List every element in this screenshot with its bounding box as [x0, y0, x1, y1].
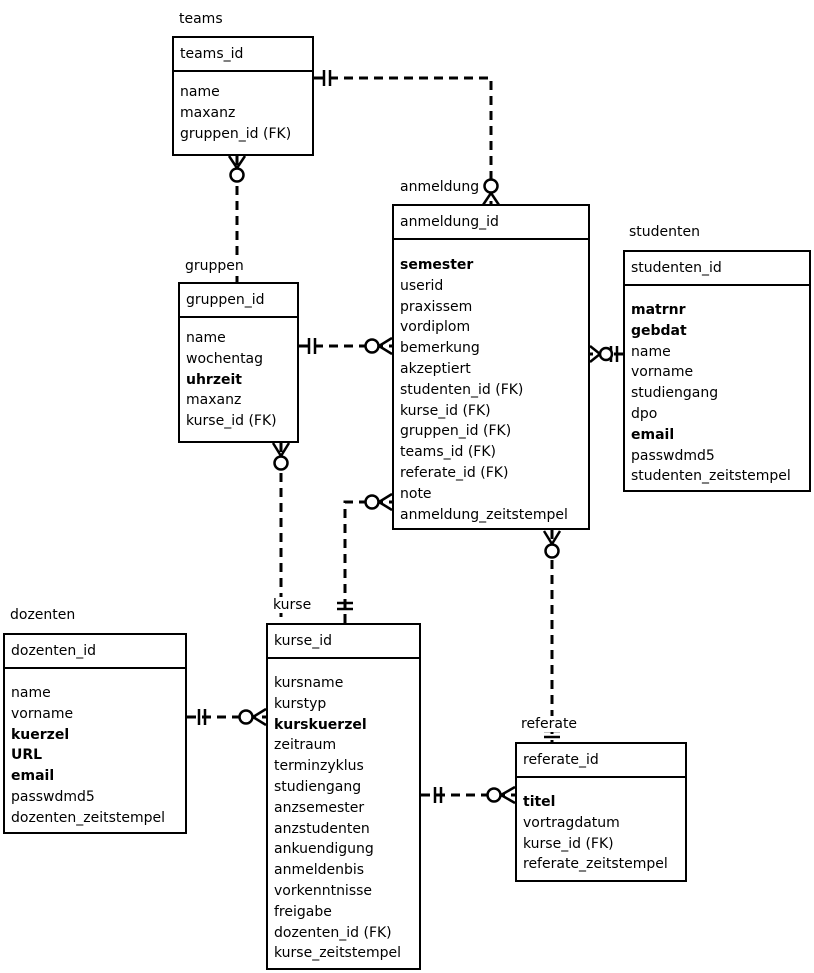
- attr-row: referate_zeitstempel: [523, 856, 668, 873]
- attr-row: wochentag: [186, 350, 264, 367]
- attr-row: email: [11, 768, 55, 785]
- attr-row: kurse_zeitstempel: [274, 945, 401, 962]
- attr-row: praxissem: [400, 298, 473, 315]
- entity-teams: teams_id name maxanz gruppen_id (FK): [172, 36, 314, 156]
- attr-row: akzeptiert: [400, 360, 471, 377]
- attr-row: bemerkung: [400, 340, 480, 357]
- attr-row: kursname: [274, 675, 344, 691]
- attr-row: zeitraum: [274, 737, 337, 754]
- entity-label-anmeldung: anmeldung: [400, 179, 481, 195]
- attr-row: freigabe: [274, 903, 332, 920]
- entity-kurse: kurse_id kursname kurstyp kurskuerzel ze…: [266, 623, 421, 970]
- entity-gruppen-attrs: name wochentag uhrzeit maxanz kurse_id (…: [180, 318, 297, 432]
- entity-label-studenten: studenten: [629, 224, 702, 240]
- attr-row: studiengang: [631, 385, 719, 402]
- entity-anmeldung-pk: anmeldung_id: [394, 206, 588, 240]
- attr-row: titel: [523, 794, 556, 810]
- attr-row: studiengang: [274, 778, 362, 795]
- entity-anmeldung: anmeldung_id semester userid praxissem v…: [392, 204, 590, 530]
- entity-anmeldung-attrs: semester userid praxissem vordiplom beme…: [394, 240, 588, 525]
- attr-row: vortragdatum: [523, 814, 620, 831]
- attr-row: kurse_id (FK): [186, 413, 277, 430]
- attr-row: passwdmd5: [631, 447, 715, 464]
- attr-row: matrnr: [631, 302, 686, 318]
- attr-row: email: [631, 426, 675, 443]
- attr-row: name: [186, 330, 226, 346]
- entity-dozenten-pk: dozenten_id: [5, 635, 185, 669]
- entity-studenten-pk: studenten_id: [625, 252, 809, 286]
- attr-row: dpo: [631, 405, 658, 422]
- rel-kurse-anmeldung: [337, 492, 393, 623]
- entity-referate-pk: referate_id: [517, 744, 685, 778]
- attr-row: semester: [400, 257, 474, 273]
- entity-gruppen-pk: gruppen_id: [180, 284, 297, 318]
- attr-row: kurskuerzel: [274, 716, 367, 733]
- attr-row: ankuendigung: [274, 841, 374, 858]
- rel-kurse-gruppen: [271, 442, 291, 623]
- attr-row: note: [400, 485, 432, 502]
- entity-teams-pk: teams_id: [174, 38, 312, 72]
- attr-row: gruppen_id (FK): [180, 125, 292, 142]
- attr-row: anzstudenten: [274, 820, 370, 837]
- attr-row: anmeldenbis: [274, 862, 365, 879]
- entity-teams-attrs: name maxanz gruppen_id (FK): [174, 72, 312, 144]
- attr-row: gruppen_id (FK): [400, 423, 512, 440]
- attr-row: vordiplom: [400, 319, 471, 336]
- entity-label-dozenten: dozenten: [10, 607, 77, 623]
- attr-row: passwdmd5: [11, 788, 95, 805]
- entity-label-gruppen: gruppen: [185, 258, 245, 274]
- attr-row: dozenten_zeitstempel: [11, 809, 166, 826]
- attr-row: URL: [11, 747, 43, 764]
- attr-row: terminzyklus: [274, 758, 364, 775]
- rel-kurse-referate: [421, 785, 516, 805]
- attr-row: gebdat: [631, 322, 687, 339]
- attr-row: name: [180, 84, 220, 100]
- rel-gruppen-anmeldung: [299, 336, 393, 356]
- attr-row: name: [631, 343, 671, 360]
- rel-referate-anmeldung: [542, 530, 562, 742]
- attr-row: vorname: [631, 364, 694, 381]
- attr-row: anmeldung_zeitstempel: [400, 506, 568, 523]
- attr-row: referate_id (FK): [400, 464, 509, 481]
- attr-row: uhrzeit: [186, 371, 242, 388]
- attr-row: maxanz: [180, 104, 236, 121]
- attr-row: kuerzel: [11, 726, 70, 743]
- attr-row: name: [11, 685, 51, 701]
- attr-row: userid: [400, 277, 444, 294]
- entity-label-kurse: kurse: [273, 597, 313, 613]
- entity-gruppen: gruppen_id name wochentag uhrzeit maxanz…: [178, 282, 299, 443]
- attr-row: vorname: [11, 705, 74, 722]
- entity-kurse-attrs: kursname kurstyp kurskuerzel zeitraum te…: [268, 659, 419, 964]
- attr-row: kurse_id (FK): [523, 835, 614, 852]
- attr-row: maxanz: [186, 392, 242, 409]
- attr-row: vorkenntnisse: [274, 882, 373, 899]
- entity-dozenten: dozenten_id name vorname kuerzel URL ema…: [3, 633, 187, 834]
- entity-kurse-pk: kurse_id: [268, 625, 419, 659]
- attr-row: dozenten_id (FK): [274, 924, 392, 941]
- rel-dozenten-kurse: [187, 707, 267, 727]
- rel-studenten-anmeldung: [589, 345, 623, 363]
- entity-dozenten-attrs: name vorname kuerzel URL email passwdmd5…: [5, 669, 185, 829]
- entity-label-teams: teams: [179, 11, 224, 27]
- attr-row: studenten_zeitstempel: [631, 468, 791, 485]
- entity-referate-attrs: titel vortragdatum kurse_id (FK) referat…: [517, 778, 685, 875]
- attr-row: studenten_id (FK): [400, 381, 524, 398]
- attr-row: anzsemester: [274, 799, 365, 816]
- attr-row: kurstyp: [274, 695, 327, 712]
- entity-label-referate: referate: [521, 716, 579, 732]
- entity-referate: referate_id titel vortragdatum kurse_id …: [515, 742, 687, 882]
- rel-teams-anmeldung: [314, 70, 501, 206]
- attr-row: kurse_id (FK): [400, 402, 491, 419]
- entity-studenten-attrs: matrnr gebdat name vorname studiengang d…: [625, 286, 809, 487]
- entity-studenten: studenten_id matrnr gebdat name vorname …: [623, 250, 811, 492]
- attr-row: teams_id (FK): [400, 444, 496, 461]
